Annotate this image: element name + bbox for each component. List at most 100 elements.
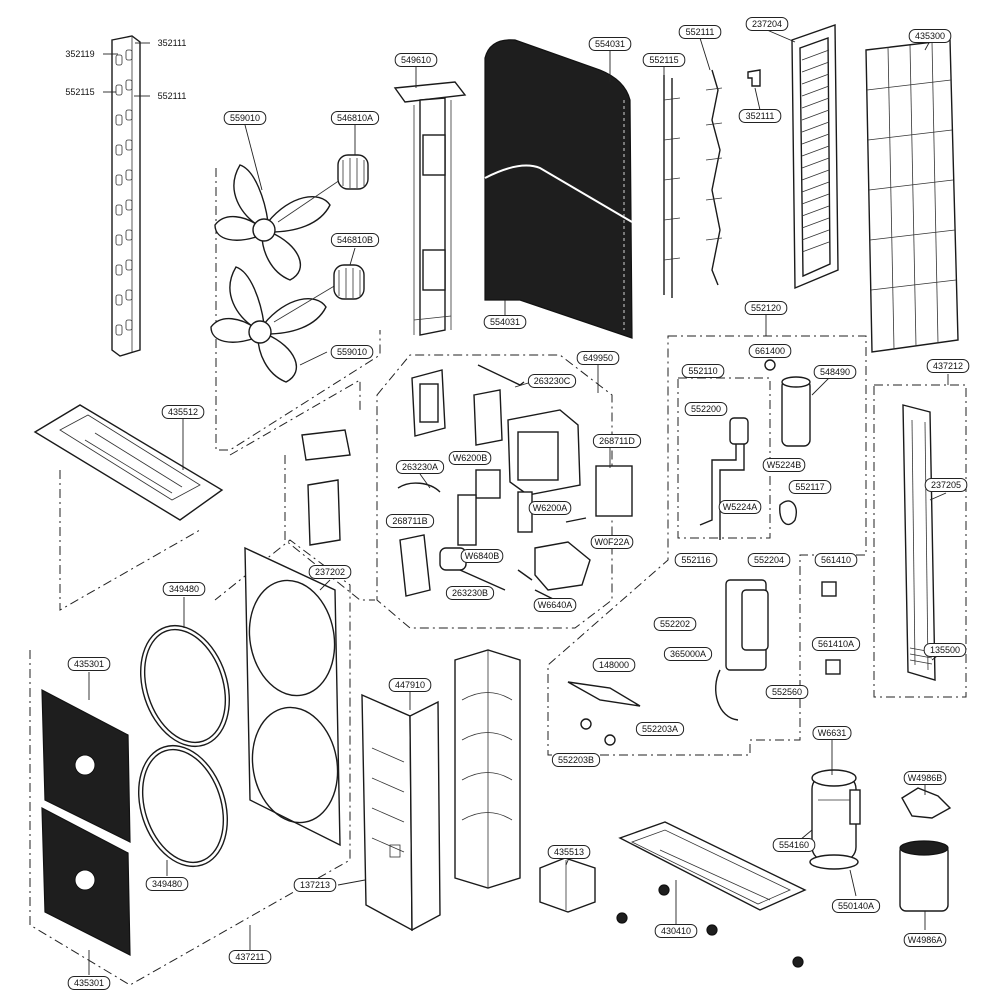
part-number-label: 548490 [820,367,850,377]
part-number-label: 435512 [168,407,198,417]
part-number-label: 435301 [74,659,104,669]
callout-frame [448,451,492,465]
part-callout: 430410 [654,924,698,938]
part-callout: 263230A [395,460,445,474]
part-number-label: 552204 [754,555,784,565]
part-callout: 237202 [308,565,352,579]
front-grille-part [41,688,131,956]
part-number-label: 237202 [315,567,345,577]
callout-frame [330,345,374,359]
part-number-label: 552111 [158,91,187,101]
part-callout: 561410 [814,553,858,567]
part-callout: 661400 [748,344,792,358]
part-number-label: 552202 [660,619,690,629]
callout-frame [330,233,380,247]
callout-frame [788,480,832,494]
part-callout: 554031 [588,37,632,51]
part-callout: W4986A [903,933,947,947]
part-callout: 559010 [223,111,267,125]
callout-frame [924,478,968,492]
part-callout: 649950 [576,351,620,365]
part-number-label: 148000 [599,660,629,670]
callout-frame [811,637,861,651]
callout-frame [923,643,967,657]
callout-frame [460,549,504,563]
part-number-label: 268711D [599,436,635,446]
callout-frame [642,53,686,67]
part-number-label: W6631 [818,728,847,738]
part-callout: 552115 [642,53,686,67]
part-number-label: W6640A [538,600,573,610]
part-number-label: 552560 [772,687,802,697]
part-callout: 349480 [145,877,189,891]
callout-frame [547,845,591,859]
part-number-label: 552120 [751,303,781,313]
callout-frame [308,565,352,579]
callout-frame [388,678,432,692]
callout-frame [528,501,572,515]
part-number-label: 137213 [300,880,330,890]
part-callout: 546810B [330,233,380,247]
part-number-label: 352119 [65,49,94,59]
part-callout: W6840B [460,549,504,563]
fan-motor-part [273,154,369,323]
callout-frame [395,460,445,474]
part-callout: 552120 [744,301,788,315]
condenser-coil-part [484,39,633,339]
callout-frame [812,726,852,740]
part-number-label: W4986A [908,935,943,945]
callout-frame [67,657,111,671]
callout-frame [762,458,806,472]
part-callout: 550140A [831,899,881,913]
callout-frame [394,53,438,67]
part-number-label: 550140A [838,901,874,911]
part-callout: 268711D [592,434,642,448]
part-number-label: W6200B [453,453,488,463]
part-callout: 552117 [788,480,832,494]
motor-bracket-part [393,81,467,336]
part-number-label: W0F22A [594,537,629,547]
part-callout: 435301 [67,976,111,990]
wire-guard-part [865,39,959,353]
callout-frame [590,535,634,549]
part-callout: 349480 [162,582,206,596]
part-number-label: 552115 [65,87,94,97]
part-number-label: 552203A [642,724,678,734]
part-number-label: 561410A [818,639,854,649]
part-number-label: 437212 [933,361,963,371]
part-number-label: W5224B [767,460,802,470]
part-number-label: 435513 [554,847,584,857]
callout-frame [653,617,697,631]
callout-frame [293,878,337,892]
part-callout: 552115 [65,87,94,97]
part-number-label: 552203B [558,755,594,765]
callout-frame [747,553,791,567]
part-callout: W6631 [812,726,852,740]
callout-frame [223,111,267,125]
part-number-label: 554031 [490,317,520,327]
callout-frame [744,301,788,315]
callout-frame [745,17,789,31]
part-callout: 552204 [747,553,791,567]
part-callout: 352111 [738,109,782,123]
callout-frame [533,598,577,612]
callout-frame [772,838,816,852]
callout-frame [162,582,206,596]
part-number-label: 135500 [930,645,960,655]
part-number-label: 552117 [795,482,824,492]
part-number-label: 552111 [686,27,715,37]
part-number-label: 435301 [74,978,104,988]
callout-frame [765,685,809,699]
part-number-label: 263230B [452,588,488,598]
side-panel-part [361,693,441,932]
part-callout: 135500 [923,643,967,657]
part-callout: 435301 [67,657,111,671]
part-callout: 435300 [908,29,952,43]
part-callout: 552111 [678,25,722,39]
part-callout: 237204 [745,17,789,31]
callout-frame [903,933,947,947]
part-callout: 365000A [663,647,713,661]
part-callout: 352119 [65,49,94,59]
